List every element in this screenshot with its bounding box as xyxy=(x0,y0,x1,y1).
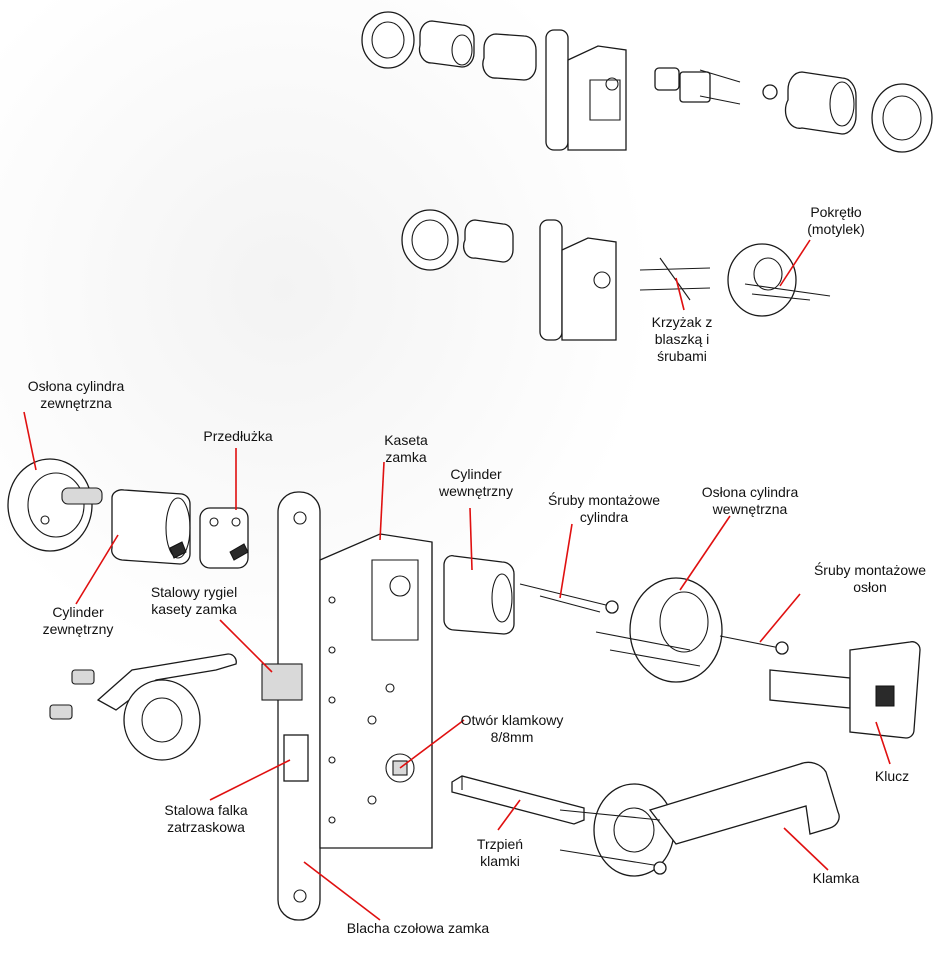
leader-sruby-cyl xyxy=(559,523,573,599)
label-przedluzka: Przedłużka xyxy=(203,428,273,444)
lock-case xyxy=(319,533,433,849)
label-oslona-wewnetrzna: Osłona cylindra wewnętrzna xyxy=(701,484,799,517)
leader-oslona-wew xyxy=(679,515,731,591)
leader-krzyzak xyxy=(675,277,685,311)
leader-oslona-zew xyxy=(23,411,37,471)
leader-cylinder-wew xyxy=(469,507,473,571)
leader-otwor xyxy=(399,719,465,769)
leader-falka xyxy=(209,759,291,801)
leader-rygiel xyxy=(219,619,273,673)
label-klucz: Klucz xyxy=(874,768,910,784)
inner-cylinder xyxy=(443,555,515,635)
outer-cylinder xyxy=(111,489,191,565)
top-exploded-view-2 xyxy=(401,209,831,341)
label-klamka: Klamka xyxy=(812,870,860,886)
left-handle xyxy=(49,653,237,761)
leader-blacha xyxy=(303,861,381,921)
leader-trzpien xyxy=(497,799,521,831)
label-falka: Stalowa falka zatrzaskowa xyxy=(164,802,248,835)
inner-cylinder-cover xyxy=(595,577,723,683)
cover-screws xyxy=(719,635,789,655)
top-exploded-view-1 xyxy=(361,11,933,153)
label-sruby-oslon: Śruby montażowe osłon xyxy=(813,562,927,595)
label-krzyzak: Krzyżak z blaszką i śrubami xyxy=(651,314,713,364)
label-rygiel: Stalowy rygiel kasety zamka xyxy=(150,584,238,617)
label-cylinder-zewnetrzny: Cylinder zewnętrzny xyxy=(42,604,114,637)
leader-lines xyxy=(23,239,891,921)
spindle xyxy=(451,775,585,825)
faceplate xyxy=(261,491,321,921)
label-cylinder-wewnetrzny: Cylinder wewnętrzny xyxy=(439,466,513,499)
right-handle xyxy=(559,761,840,877)
cylinder-screws xyxy=(519,583,619,614)
leader-sruby-oslon xyxy=(759,593,801,643)
leader-pokretlo xyxy=(779,239,811,287)
extension xyxy=(199,507,249,569)
label-oslona-zewnetrzna: Osłona cylindra zewnętrzna xyxy=(27,378,125,411)
leader-klucz xyxy=(875,721,891,765)
key xyxy=(769,641,921,739)
leader-cylinder-zew xyxy=(75,534,119,605)
label-trzpien: Trzpień klamki xyxy=(476,836,524,869)
label-pokretlo: Pokrętło (motylek) xyxy=(807,204,865,237)
label-kaseta: Kaseta zamka xyxy=(384,432,428,465)
leader-kaseta xyxy=(379,461,385,541)
leader-klamka xyxy=(783,827,829,871)
label-otwor-klamkowy: Otwór klamkowy 8/8mm xyxy=(460,712,564,745)
outer-cylinder-cover xyxy=(7,458,103,552)
label-sruby-cylindra: Śruby montażowe cylindra xyxy=(547,492,661,525)
label-blacha: Blacha czołowa zamka xyxy=(346,920,490,936)
